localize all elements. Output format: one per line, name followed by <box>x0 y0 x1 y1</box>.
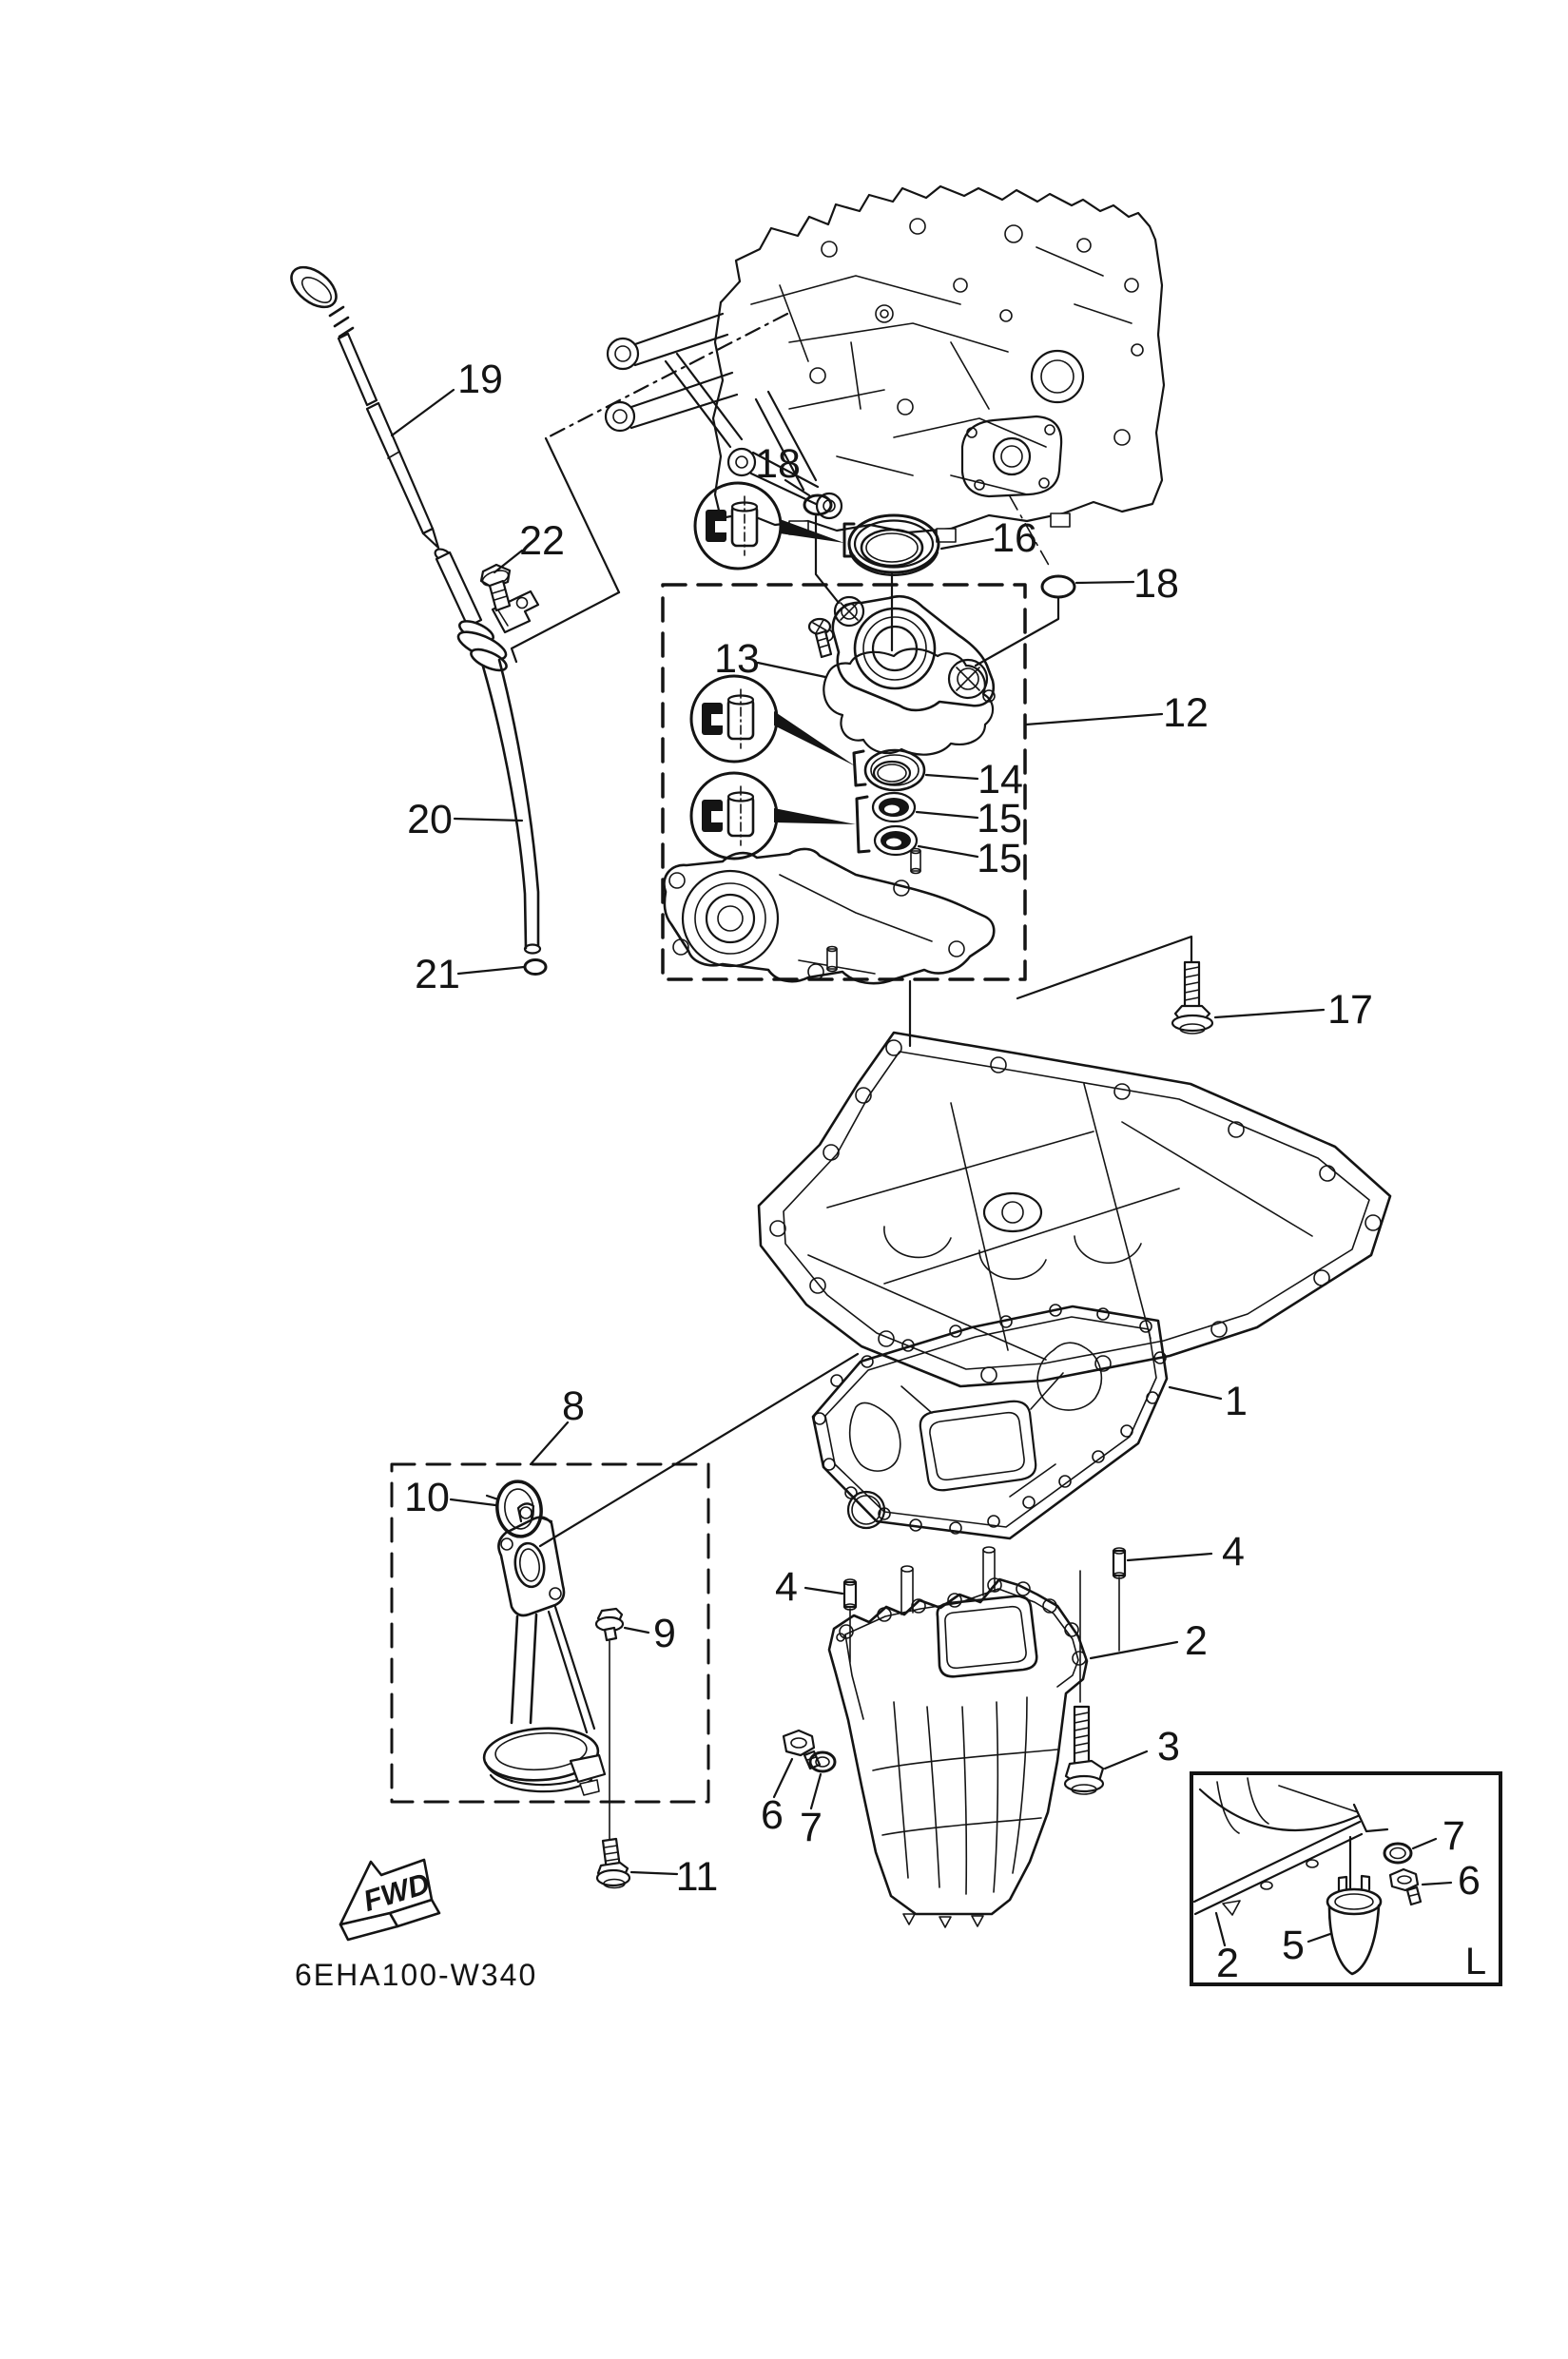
callout-10: 10 <box>404 1475 450 1520</box>
drain-plug-6 <box>782 1729 822 1770</box>
callout-11: 11 <box>676 1854 719 1900</box>
callout-14: 14 <box>978 757 1023 802</box>
bolt-22 <box>479 563 512 612</box>
strainer-5 <box>1326 1874 1383 1976</box>
o-ring-21 <box>523 958 548 976</box>
exhaust-guide-plate <box>757 979 1392 1388</box>
callout-6: 6 <box>761 1792 784 1838</box>
pump-housing-lower <box>663 847 996 985</box>
callout-inset-5: 5 <box>1282 1923 1305 1968</box>
oil-strainer-assembly-8 <box>390 1352 860 1840</box>
washer-15-lower <box>873 824 919 857</box>
dipstick-assembly <box>290 265 548 976</box>
o-ring-18b-group <box>974 574 1135 667</box>
callout-3: 3 <box>1157 1724 1180 1769</box>
oil-pan-2 <box>772 1546 1213 1928</box>
callout-19: 19 <box>457 357 503 402</box>
callout-15-lower: 15 <box>977 836 1022 881</box>
seal-14 <box>863 748 926 792</box>
oil-seal-16-group <box>693 478 995 652</box>
drawing-code: 6EHA100-W340 <box>295 1958 537 1992</box>
callout-22: 22 <box>519 518 565 564</box>
callout-4-right: 4 <box>1222 1529 1245 1575</box>
callout-20: 20 <box>407 797 453 842</box>
strainer-pipe <box>482 1502 607 1796</box>
inset-detail-box <box>1190 1771 1502 1986</box>
callout-13: 13 <box>714 636 760 682</box>
callout-12: 12 <box>1163 690 1209 736</box>
bolt-9 <box>594 1607 625 1642</box>
washer-7 <box>808 1750 837 1773</box>
washer-7-inset <box>1383 1842 1413 1865</box>
oil-pump-assembly-12 <box>661 583 1164 985</box>
washer-15-upper <box>871 791 917 823</box>
callout-2: 2 <box>1185 1618 1208 1664</box>
callout-17: 17 <box>1327 987 1373 1033</box>
dowel-pin-4-left <box>842 1578 858 1611</box>
oil-pan-gasket-1 <box>811 1304 1223 1540</box>
callout-9: 9 <box>653 1611 676 1656</box>
callout-18-left: 18 <box>755 441 801 487</box>
location-pointer-lines <box>497 312 789 664</box>
callout-inset-7: 7 <box>1442 1813 1465 1859</box>
fwd-direction-arrow: FWD <box>339 1858 441 1942</box>
bolt-3 <box>1063 1570 1105 1795</box>
callout-15-upper: 15 <box>977 796 1022 841</box>
o-ring-18b <box>1040 574 1076 599</box>
drain-plug-6-inset <box>1388 1867 1423 1906</box>
callout-inset-2: 2 <box>1216 1941 1239 1986</box>
callout-7: 7 <box>800 1805 823 1850</box>
callout-1: 1 <box>1225 1379 1248 1424</box>
o-ring-18a <box>803 493 833 516</box>
callout-inset-6: 6 <box>1458 1858 1481 1904</box>
callout-8: 8 <box>562 1383 585 1429</box>
oil-seal-16 <box>847 513 940 574</box>
dowel-pin-4-right <box>1112 1547 1127 1579</box>
callout-16: 16 <box>992 515 1037 561</box>
callout-21: 21 <box>415 952 460 997</box>
bolt-11 <box>595 1837 631 1889</box>
callout-18-right: 18 <box>1133 561 1179 607</box>
engine-block <box>604 184 1166 570</box>
inset-corner-label: L <box>1465 1941 1486 1982</box>
pump-screw <box>807 617 833 659</box>
callout-labels: 19 22 18 16 18 13 12 14 15 15 20 21 17 1… <box>404 357 1486 1986</box>
callout-4-left: 4 <box>775 1564 798 1610</box>
bolt-17 <box>1016 935 1326 1034</box>
